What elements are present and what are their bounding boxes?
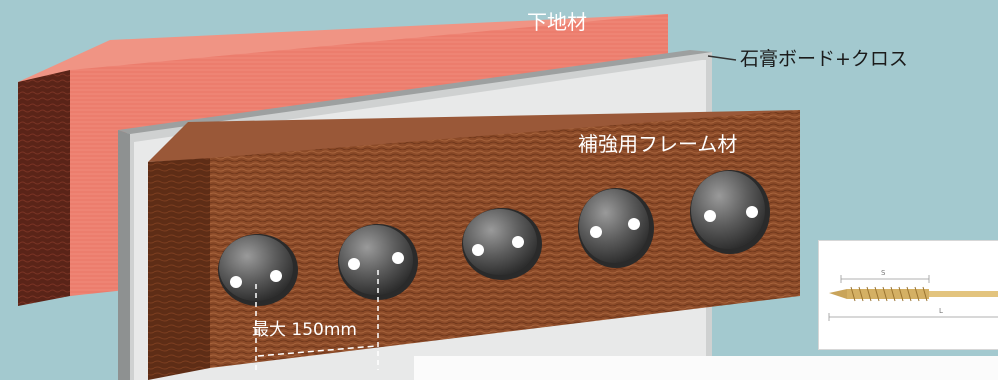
- screw-illustration: S L: [828, 269, 998, 321]
- hook-4: [578, 188, 654, 268]
- svg-text:S: S: [881, 269, 886, 277]
- hook-5-hole-right: [746, 206, 758, 218]
- screw-shank: [929, 291, 998, 297]
- hook-4-hole-left: [590, 226, 602, 238]
- hook-1: [218, 234, 298, 306]
- dimension-marker: [255, 270, 379, 370]
- frame-side: [148, 158, 210, 380]
- hook-3-hole-right: [512, 236, 524, 248]
- hook-5: [690, 170, 770, 254]
- screw-diagram-inset: S L: [818, 240, 998, 350]
- base-material-label: 下地材: [527, 10, 587, 34]
- hook-1-hole-right: [270, 270, 282, 282]
- board-edge-top: [118, 50, 712, 134]
- hook-5-hole-left: [704, 210, 716, 222]
- frame-top: [148, 110, 800, 162]
- hook-2: [338, 224, 418, 300]
- hook-2-hole-right: [392, 252, 404, 264]
- board-cloth-label: 石膏ボード+クロス: [740, 48, 908, 70]
- screw-tip: [829, 289, 847, 299]
- svg-text:L: L: [939, 307, 943, 315]
- hook-1-hole-left: [230, 276, 242, 288]
- bottom-panel-edge: [414, 356, 998, 380]
- screw-thread: [847, 289, 929, 299]
- hook-4-hole-right: [628, 218, 640, 230]
- reinforcement-frame-label: 補強用フレーム材: [578, 132, 738, 156]
- board-leader-line: [707, 55, 737, 61]
- base-material-side: [18, 70, 70, 306]
- max-spacing-label: 最大 150mm: [252, 320, 357, 340]
- hook-3-hole-left: [472, 244, 484, 256]
- hooks: [218, 170, 770, 306]
- board-edge-left: [118, 130, 130, 380]
- hook-3: [462, 208, 542, 280]
- hook-2-hole-left: [348, 258, 360, 270]
